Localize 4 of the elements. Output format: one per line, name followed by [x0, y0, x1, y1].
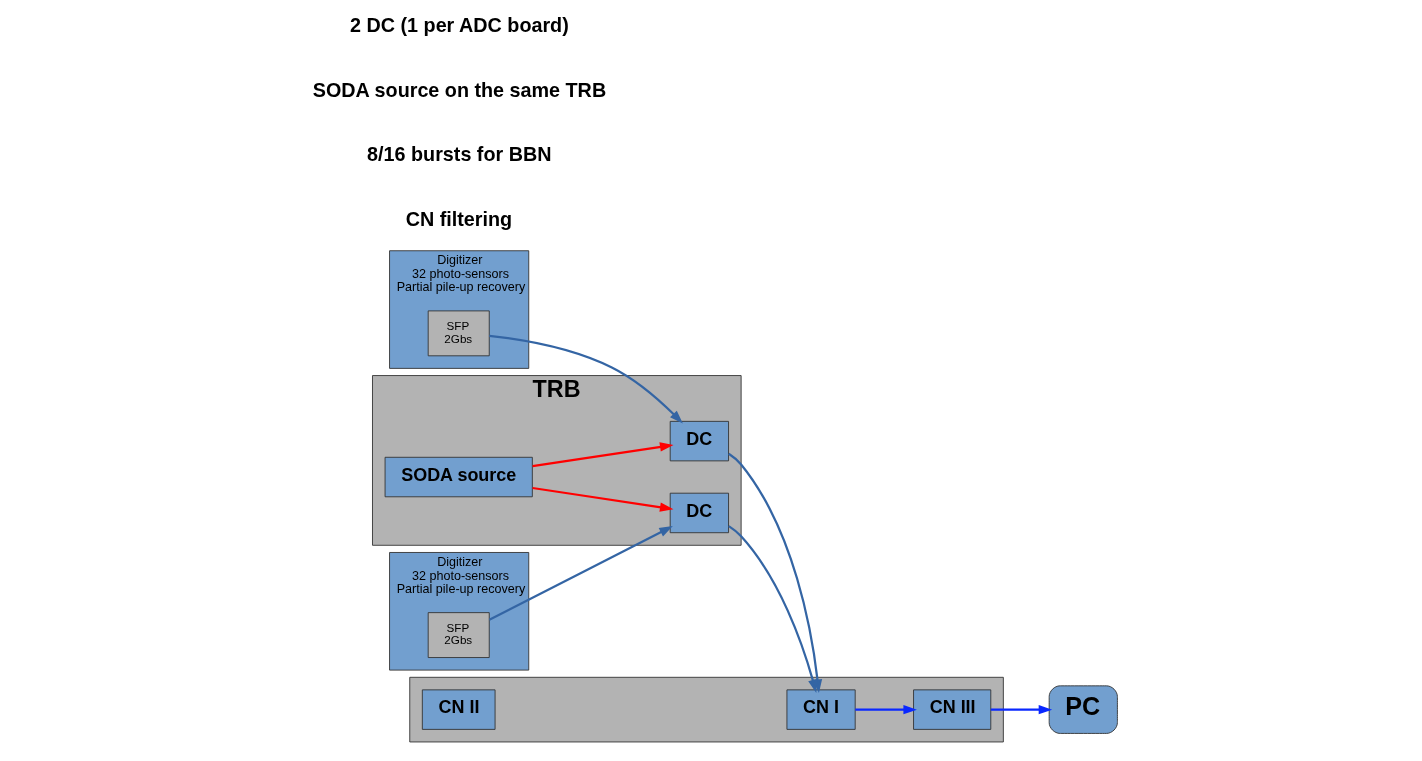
label: SODA source on the same TRB	[312, 78, 606, 101]
label: CN filtering	[405, 208, 512, 231]
label: 2 DC (1 per ADC board)	[349, 14, 569, 37]
label: 8/16 bursts for BBN	[366, 143, 551, 166]
